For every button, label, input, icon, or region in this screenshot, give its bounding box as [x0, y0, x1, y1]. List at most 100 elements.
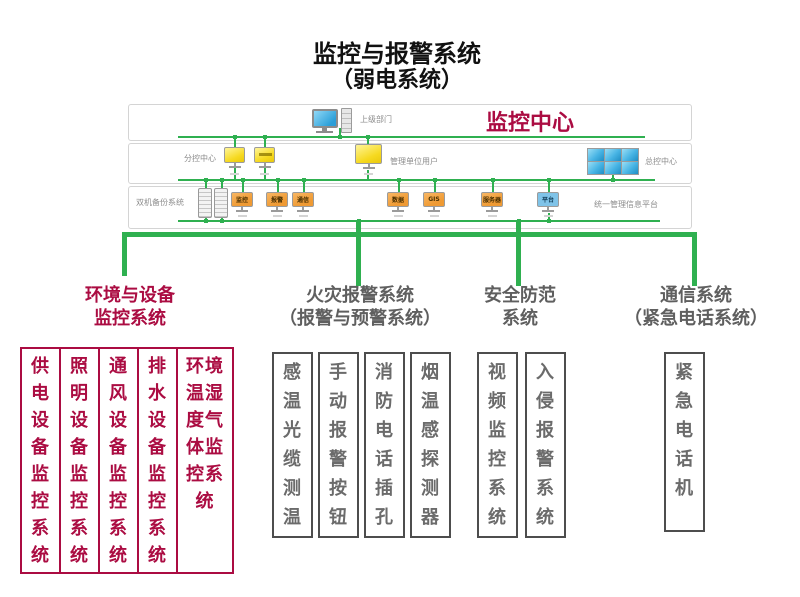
- management-unit-label: 管理单位用户: [390, 157, 438, 166]
- icon-caption-mark: [394, 215, 403, 217]
- system-box-emergency-phone: 紧急电话机: [664, 352, 705, 532]
- icon-caption-mark: [230, 173, 239, 175]
- icon-caption-mark: [364, 173, 373, 175]
- security-group: 视频监控系统 入侵报警系统: [477, 352, 566, 538]
- system-box-env-gas: 环境温湿度气体监控系统: [176, 347, 234, 574]
- system-box-fire-phone: 消防电话插孔: [364, 352, 405, 538]
- main-control-center-label: 总控中心: [645, 157, 677, 166]
- branch-header-environment: 环境与设备 监控系统: [40, 284, 220, 330]
- workstation-monitor-icon: [254, 147, 275, 168]
- server-label: 平台: [541, 197, 554, 204]
- connector-dot: [611, 178, 615, 182]
- network-bus-middle: [178, 179, 655, 181]
- connector-dot: [302, 178, 306, 182]
- connector-dot: [204, 219, 208, 223]
- icon-caption-mark: [273, 215, 282, 217]
- branch-header-line: （紧急电话系统）: [624, 308, 768, 329]
- backup-system-label: 双机备份系统: [136, 198, 184, 207]
- server-label: 服务器: [482, 197, 501, 204]
- connector-dot: [397, 178, 401, 182]
- connector-dot: [204, 178, 208, 182]
- connector-line: [205, 181, 207, 188]
- icon-caption-mark: [488, 215, 497, 217]
- title-line1: 监控与报警系统: [313, 40, 481, 68]
- branch-header-line: 监控系统: [94, 308, 166, 329]
- connector-line: [367, 139, 369, 144]
- server-tower-icon: [198, 188, 212, 218]
- branch-header-communication: 通信系统 （紧急电话系统）: [598, 284, 794, 330]
- title-line2: （弱电系统）: [330, 68, 463, 93]
- icon-caption-mark: [299, 215, 308, 217]
- connector-dot: [547, 219, 551, 223]
- connector-line: [303, 181, 305, 192]
- monitoring-server-icon: 监控: [231, 192, 253, 212]
- page-title: 监控与报警系统 （弱电系统）: [97, 40, 697, 94]
- connector-dot: [233, 135, 237, 139]
- monitor-screen-text: [259, 153, 272, 156]
- desktop-computer-base: [316, 131, 333, 133]
- server-label: 报警: [270, 197, 283, 204]
- server-label: 数据: [391, 197, 404, 204]
- connector-dot: [220, 219, 224, 223]
- system-box-power: 供电设备监控系统: [20, 347, 61, 574]
- connector-line: [434, 181, 436, 192]
- superior-dept-label: 上级部门: [360, 115, 392, 124]
- branch-header-line: 系统: [502, 308, 538, 329]
- connector-line: [339, 128, 341, 136]
- desktop-computer-stand: [322, 128, 327, 131]
- service-server-icon: 服务器: [481, 192, 503, 212]
- connector-dot: [338, 135, 342, 139]
- system-box-smoke-detector: 烟温感探测器: [410, 352, 451, 538]
- environment-systems-group: 供电设备监控系统 照明设备监控系统 通风设备监控系统 排水设备监控系统 环境温湿…: [20, 347, 234, 574]
- connector-line: [612, 175, 614, 179]
- data-server-icon: 数据: [387, 192, 409, 212]
- system-box-manual-alarm: 手动报警按钮: [318, 352, 359, 538]
- connector-line: [264, 139, 266, 147]
- unified-platform-label: 统一管理信息平台: [594, 200, 658, 209]
- system-box-lighting: 照明设备监控系统: [59, 347, 100, 574]
- communication-group: 紧急电话机: [664, 352, 705, 532]
- system-box-ventilation: 通风设备监控系统: [98, 347, 139, 574]
- branch-header-line: 环境与设备: [85, 285, 175, 306]
- video-wall-icon: [587, 148, 639, 175]
- connector-line: [242, 181, 244, 192]
- management-user-monitor-icon: [355, 144, 382, 169]
- system-box-video-surveillance: 视频监控系统: [477, 352, 518, 538]
- connector-dot: [433, 178, 437, 182]
- desktop-computer-icon: [312, 109, 338, 128]
- platform-server-icon: 平台: [537, 192, 559, 212]
- connector-dot: [491, 178, 495, 182]
- connector-dot: [263, 135, 267, 139]
- network-bus-bottom: [178, 220, 660, 222]
- connector-line: [277, 181, 279, 192]
- network-bus-top: [178, 136, 645, 138]
- branch-header-security: 安全防范 系统: [450, 284, 590, 330]
- monitoring-center-label: 监控中心: [486, 111, 575, 136]
- branch-header-line: 火灾报警系统: [306, 285, 414, 306]
- connector-dot: [366, 135, 370, 139]
- connector-dot: [241, 178, 245, 182]
- communication-server-icon: 通信: [292, 192, 314, 212]
- connector-dot: [547, 178, 551, 182]
- connector-line: [492, 181, 494, 192]
- server-label: 监控: [235, 197, 248, 204]
- branch-header-line: （报警与预警系统）: [279, 308, 441, 329]
- connector-dot: [517, 219, 521, 223]
- server-label: 通信: [296, 197, 309, 204]
- workstation-monitor-icon: [224, 147, 245, 168]
- system-box-intrusion-alarm: 入侵报警系统: [525, 352, 566, 538]
- connector-dot: [357, 219, 361, 223]
- branch-drop-security: [516, 220, 521, 286]
- branch-bus-line: [124, 232, 697, 237]
- branch-drop-communication: [692, 232, 697, 286]
- connector-line: [398, 181, 400, 192]
- branch-drop-environment: [122, 232, 127, 276]
- icon-caption-mark: [238, 215, 247, 217]
- connector-line: [221, 181, 223, 188]
- icon-caption-mark: [544, 215, 553, 217]
- connector-dot: [276, 178, 280, 182]
- branch-drop-fire: [356, 220, 361, 286]
- branch-header-line: 安全防范: [484, 285, 556, 306]
- connector-line: [234, 139, 236, 147]
